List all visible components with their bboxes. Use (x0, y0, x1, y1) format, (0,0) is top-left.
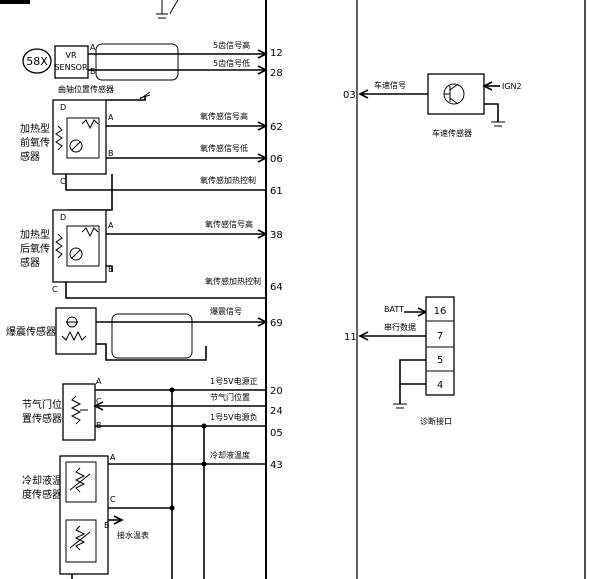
ckp-sig-low: 5齿信号低 (213, 58, 250, 68)
coolant-signal: 冷却液温度 (210, 450, 250, 460)
diag-name: 诊断接口 (420, 416, 452, 426)
tps-pin-24: 24 (270, 406, 283, 417)
tps-v5-neg: 1号5V电源负 (210, 412, 258, 422)
o2r-name-2: 后氧传 (20, 242, 50, 255)
o2f-pin-62: 62 (270, 122, 283, 133)
o2f-pin-b: B (108, 149, 114, 158)
ckp-sensor-line1: VR (65, 51, 76, 60)
diagnostic-connector: BATT 串行数据 11 16 7 5 4 诊断接口 (344, 296, 455, 426)
o2f-sig-high: 氧传感信号高 (200, 111, 248, 121)
o2f-pin-d: D (60, 103, 66, 112)
ckp-pin-28: 28 (270, 68, 283, 79)
o2r-sig-high: 氧传感信号高 (205, 219, 253, 229)
tps-pin-c: C (96, 397, 102, 406)
coolant-pin-c: C (110, 495, 116, 504)
knock-name: 爆震传感器 (6, 325, 56, 338)
tps-name-2: 置传感器 (22, 412, 62, 425)
tps-pin-20: 20 (270, 386, 283, 397)
o2r-pin-d: D (60, 213, 66, 222)
o2r-pin-38: 38 (270, 230, 283, 241)
o2r-pin-b: B (108, 265, 114, 274)
vss-signal: 车速信号 (374, 80, 406, 90)
diag-serial: 串行数据 (384, 322, 416, 332)
diag-batt: BATT (384, 305, 404, 314)
o2r-name-3: 感器 (20, 256, 40, 269)
coolant-name-2: 度传感器 (22, 488, 62, 501)
ckp-pin-a: A (90, 43, 96, 52)
coolant-name-1: 冷却液温 (22, 474, 62, 487)
diag-pin-11: 11 (344, 332, 357, 343)
ckp-pin-b: B (90, 67, 96, 76)
o2f-heater: 氧传感加热控制 (200, 175, 256, 185)
o2f-pin-61: 61 (270, 186, 283, 197)
diag-pin-16: 16 (434, 306, 447, 317)
coolant-pin-b: B (104, 521, 110, 530)
o2f-pin-c: C (60, 177, 66, 186)
diag-pin-5: 5 (437, 355, 443, 366)
o2f-pin-a: A (108, 113, 114, 122)
knock-pin-69: 69 (270, 318, 283, 329)
knock-signal: 爆震信号 (210, 306, 242, 316)
vss-name: 车速传感器 (432, 128, 472, 138)
o2f-name-2: 前氧传 (20, 136, 50, 149)
o2-feed-line (68, 174, 113, 211)
vehicle-speed-sensor: 03 车速信号 IGN2 车速传感器 (343, 73, 522, 138)
ckp-name: 曲轴位置传感器 (58, 84, 114, 94)
rear-o2-sensor: 加热型 后氧传 感器 D C A B 氧传感信号高 氧传感加热控制 38 64 (20, 209, 283, 299)
diag-pin-7: 7 (437, 331, 443, 342)
tps-name-1: 节气门位 (22, 398, 62, 411)
front-o2-sensor: 加热型 前氧传 感器 D C A B 氧传感信号高 氧传感信号低 氧传感加热控制… (20, 91, 283, 197)
coolant-temp-sensor: 冷却液温 度传感器 A C B 冷却液温度 43 接水温表 (22, 450, 283, 579)
vss-power: IGN2 (502, 82, 522, 91)
vss-pin-03: 03 (343, 90, 356, 101)
tps-v5-pos: 1号5V电源正 (210, 376, 258, 386)
ckp-sensor-line2: SENSOR (54, 63, 87, 72)
crankshaft-sensor: 58X VR SENSOR A B 曲轴位置传感器 5齿信号高 5齿信号低 12… (22, 40, 283, 99)
o2f-pin-06: 06 (270, 154, 283, 165)
ckp-sig-high: 5齿信号高 (213, 40, 250, 50)
o2f-name-1: 加热型 (20, 122, 50, 135)
ground-symbol-top (156, 0, 179, 19)
throttle-position-sensor: 节气门位 置传感器 A C B 1号5V电源正 节气门位置 1号5V电源负 20… (22, 376, 283, 579)
o2f-name-3: 感器 (20, 150, 40, 163)
o2r-pin-c: C (52, 285, 58, 294)
ckp-tag: 58X (26, 55, 48, 68)
ckp-pin-12: 12 (270, 48, 283, 59)
corner-mark (0, 0, 30, 4)
o2r-name-1: 加热型 (20, 228, 50, 241)
o2r-pin-a: A (108, 221, 114, 230)
tps-position: 节气门位置 (210, 392, 250, 402)
o2r-heater: 氧传感加热控制 (205, 276, 261, 286)
coolant-gauge: 接水温表 (117, 530, 149, 540)
coolant-pin-a: A (110, 453, 116, 462)
knock-sensor: 爆震传感器 爆震信号 69 (6, 306, 283, 361)
tps-pin-a: A (96, 377, 102, 386)
tps-pin-05: 05 (270, 428, 283, 439)
o2r-pin-64: 64 (270, 282, 283, 293)
coolant-pin-43: 43 (270, 460, 283, 471)
diag-pin-4: 4 (437, 380, 443, 391)
o2f-sig-low: 氧传感信号低 (200, 143, 248, 153)
